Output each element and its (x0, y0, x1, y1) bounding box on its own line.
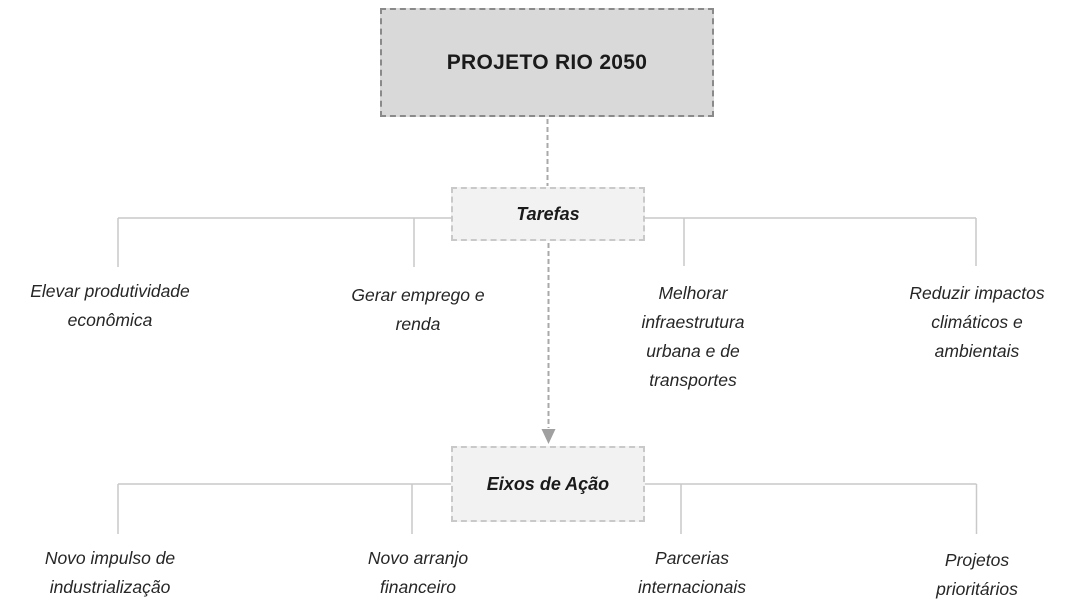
eixos-item-3: Parcerias internacionais (638, 548, 746, 597)
root-node: PROJETO RIO 2050 (380, 8, 714, 117)
level-node-eixos: Eixos de Ação (451, 446, 645, 522)
eixos-item-2: Novo arranjo financeiro (367, 548, 469, 597)
root-title: PROJETO RIO 2050 (446, 50, 648, 74)
tarefas-item-3: Melhorar infraestrutura urbana e de tran… (641, 283, 745, 390)
tarefas-item-4: Reduzir impactos climáticos e ambientais (909, 283, 1045, 361)
level-label-eixos: Eixos de Ação (486, 473, 610, 494)
tarefas-item-2: Gerar emprego e renda (351, 285, 485, 334)
level-node-tarefas: Tarefas (451, 187, 645, 241)
eixos-item-1: Novo impulso de industrialização (44, 548, 176, 597)
eixos-item-4: Projetos prioritários (936, 550, 1018, 599)
arrowhead-down-icon (541, 429, 556, 444)
tarefas-item-1: Elevar produtividade econômica (30, 281, 190, 330)
level-label-tarefas: Tarefas (516, 203, 580, 224)
